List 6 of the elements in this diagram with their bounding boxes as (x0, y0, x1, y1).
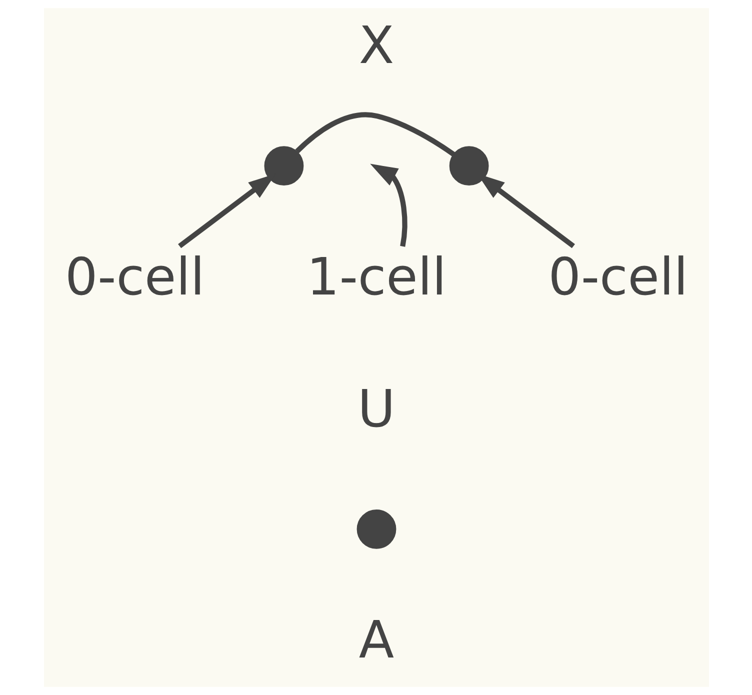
node-text: 1-cell (306, 247, 446, 308)
node-text: 0-cell (64, 247, 204, 308)
label: A (358, 610, 394, 671)
node-text: 0-cell (548, 247, 688, 308)
label: U (357, 379, 395, 440)
label: X (358, 16, 394, 76)
